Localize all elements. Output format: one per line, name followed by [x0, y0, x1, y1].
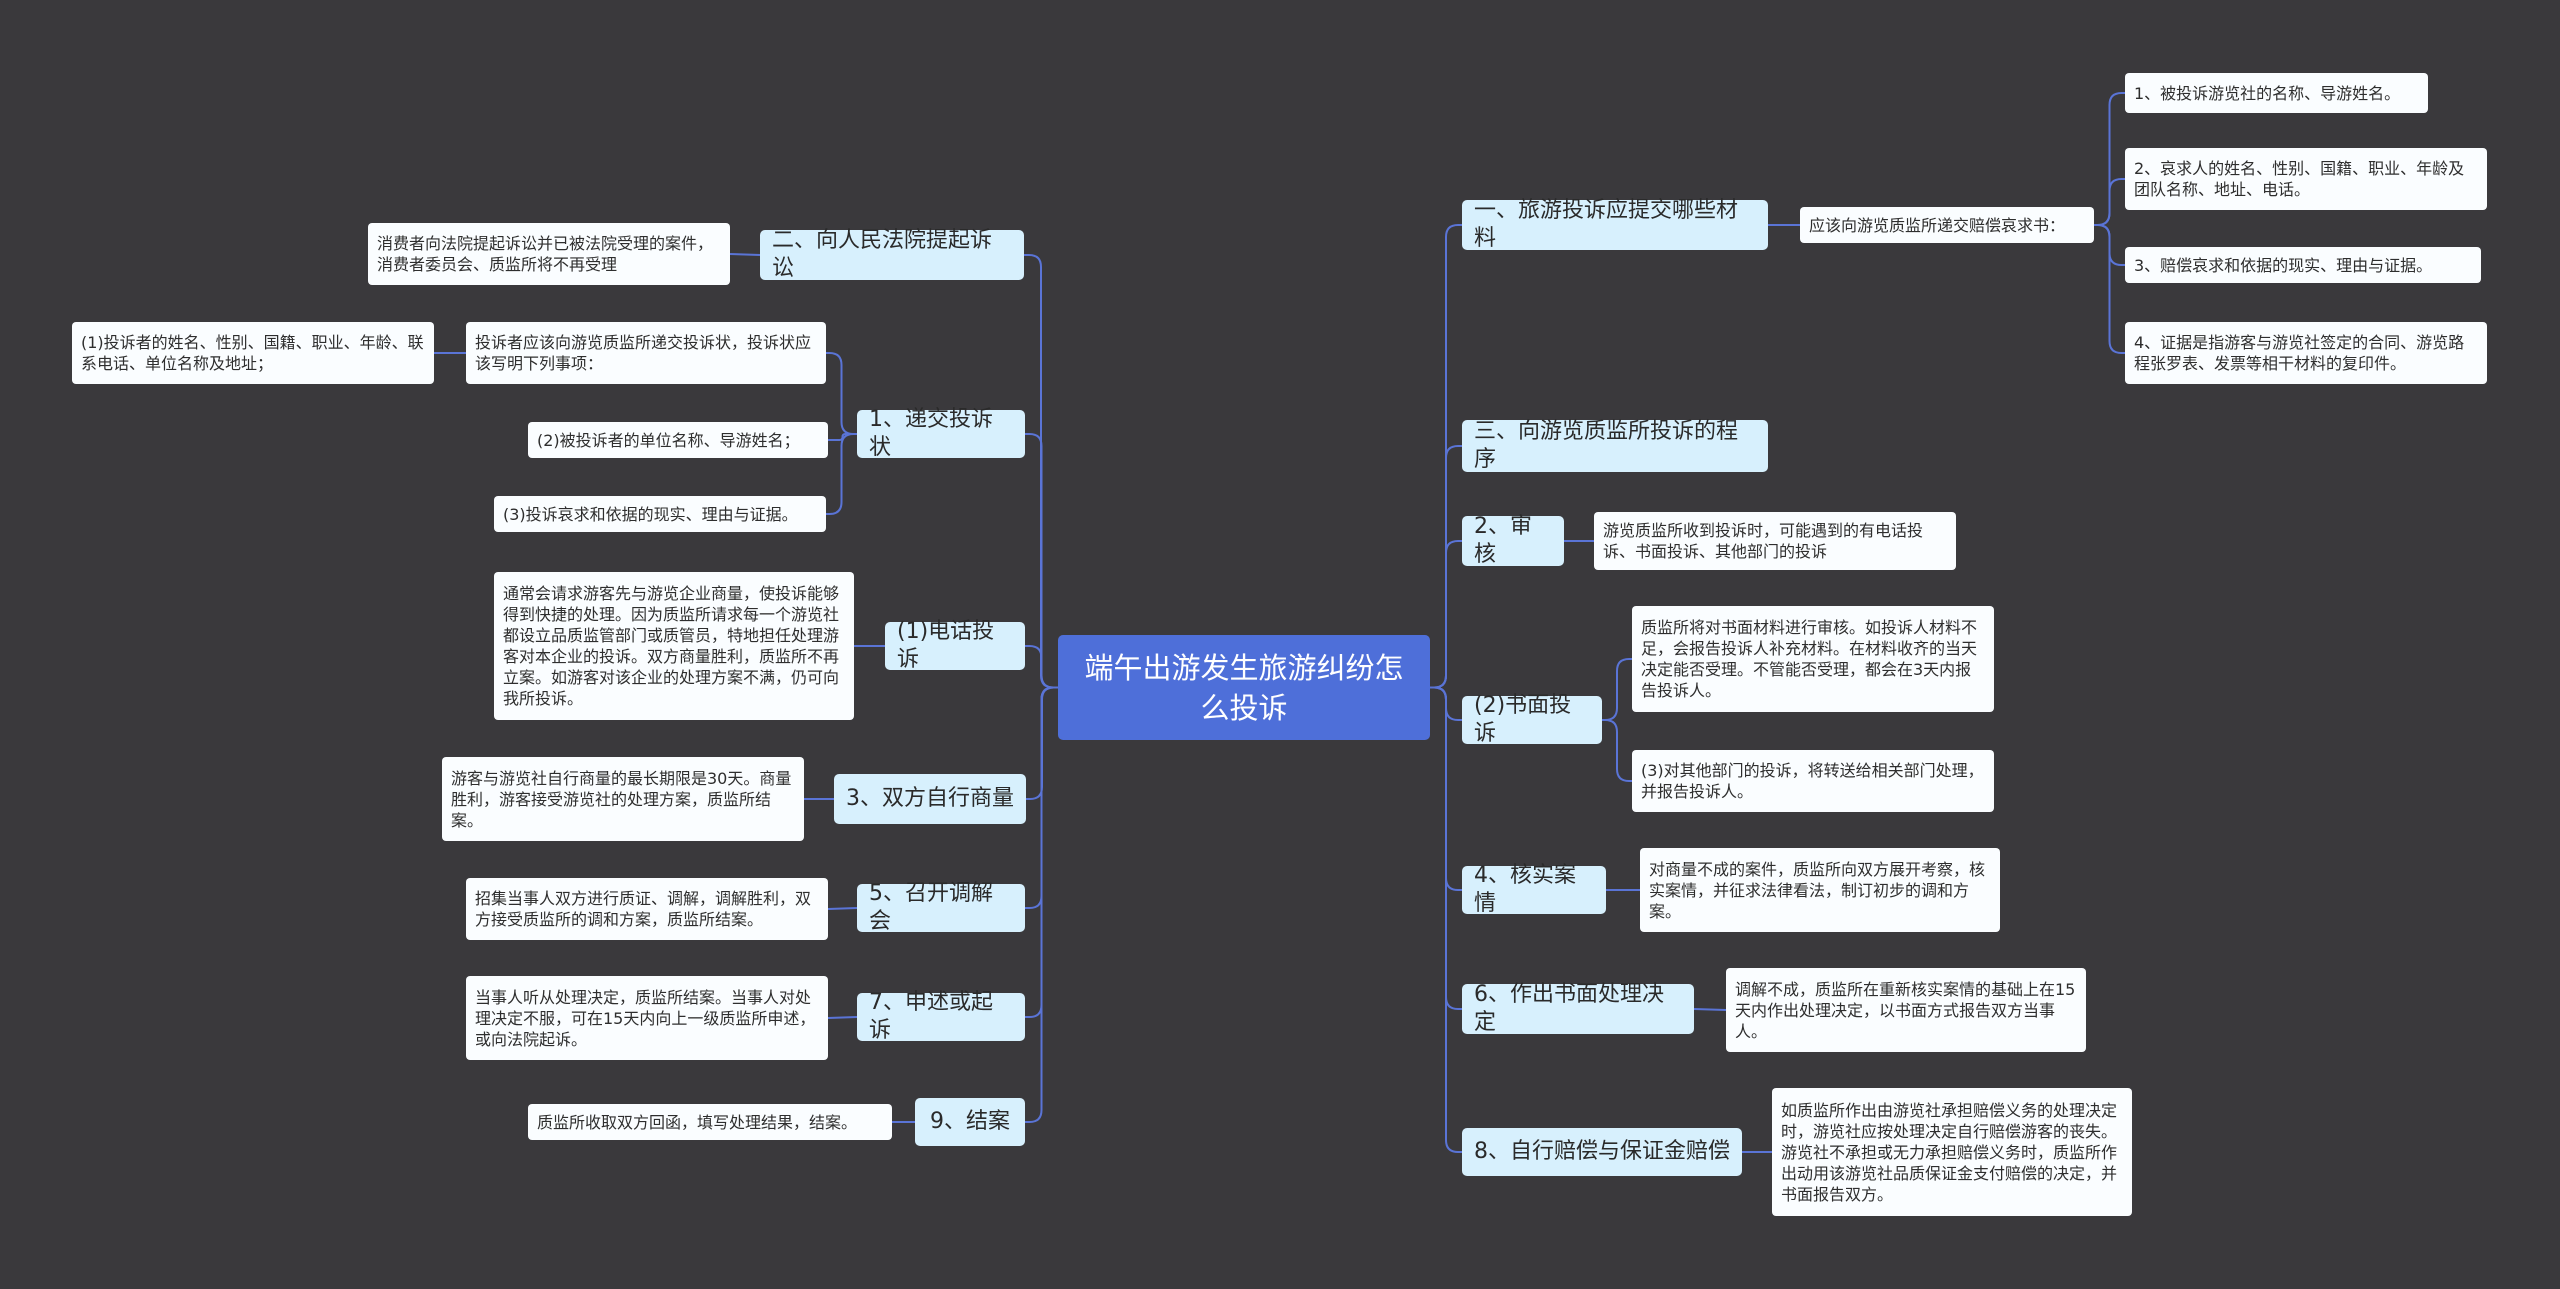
- connector-mediate-leaf: [827, 907, 858, 910]
- leaf-claimant-details[interactable]: 2、哀求人的姓名、性别、国籍、职业、年龄及团队名称、地址、电话。: [2125, 148, 2487, 210]
- connector-compensate: [1430, 686, 1462, 1153]
- connector-review: [1430, 540, 1462, 689]
- branch-verify-case[interactable]: 4、核实案情: [1462, 863, 1606, 916]
- branch-review[interactable]: 2、审核: [1462, 514, 1564, 567]
- connector-submit-leaf: [826, 352, 857, 435]
- branch-self-negotiation[interactable]: 3、双方自行商量: [834, 774, 1026, 824]
- leaf-compensation-request[interactable]: 应该向游览质监所递交赔偿哀求书：: [1800, 207, 2094, 243]
- leaf-mediation-meeting[interactable]: 招集当事人双方进行质证、调解，调解胜利，双方接受质监所的调和方案，质监所结案。: [466, 878, 828, 940]
- connector-written-l1: [1602, 658, 1632, 721]
- branch-written-decision[interactable]: 6、作出书面处理决定: [1462, 982, 1694, 1035]
- leaf-other-department[interactable]: (3)对其他部门的投诉，将转送给相关部门处理，并报告投诉人。: [1632, 750, 1994, 812]
- leaf-written-review[interactable]: 质监所将对书面材料进行审核。如投诉人材料不足，会报告投诉人补充材料。在材料收齐的…: [1632, 606, 1994, 712]
- connector-submit-s2: [828, 433, 857, 441]
- leaf-verify-case[interactable]: 对商量不成的案件，质监所向双方展开考察，核实案情，并征求法律看法，制订初步的调和…: [1640, 848, 2000, 932]
- leaf-phone-complaint[interactable]: 通常会请求游客先与游览企业商量，使投诉能够得到快捷的处理。因为质监所请求每一个游…: [494, 572, 854, 720]
- leaf-submit-complaint[interactable]: 投诉者应该向游览质监所递交投诉状，投诉状应该写明下列事项：: [466, 322, 826, 384]
- branch-written-complaint[interactable]: (2)书面投诉: [1462, 693, 1602, 746]
- branch-required-materials[interactable]: 一、旅游投诉应提交哪些材料: [1462, 198, 1768, 251]
- branch-phone-complaint[interactable]: (1)电话投诉: [885, 619, 1025, 672]
- connector-written-l2: [1602, 719, 1632, 782]
- branch-appeal-or-sue[interactable]: 7、申述或起诉: [857, 990, 1025, 1043]
- connector-phone: [1025, 645, 1058, 689]
- connector-mat-s4: [2094, 224, 2125, 354]
- leaf-agency-guide-name[interactable]: 1、被投诉游览社的名称、导游姓名。: [2125, 73, 2428, 113]
- leaf-compensation[interactable]: 如质监所作出由游览社承担赔偿义务的处理决定时，游览社应按处理决定自行赔偿游客的丧…: [1772, 1088, 2132, 1216]
- connector-court-leaf: [729, 253, 761, 256]
- leaf-claim-basis[interactable]: 3、赔偿哀求和依据的现实、理由与证据。: [2125, 247, 2481, 283]
- branch-mediation-meeting[interactable]: 5、召开调解会: [857, 881, 1025, 934]
- connector-decision-leaf: [1693, 1008, 1727, 1011]
- leaf-case-closed[interactable]: 质监所收取双方回函，填写处理结果，结案。: [528, 1104, 892, 1140]
- leaf-review[interactable]: 游览质监所收到投诉时，可能遇到的有电话投诉、书面投诉、其他部门的投诉: [1594, 512, 1956, 570]
- branch-submit-complaint[interactable]: 1、递交投诉状: [857, 407, 1025, 460]
- connector-submit: [1025, 433, 1058, 689]
- leaf-claim-evidence[interactable]: (3)投诉哀求和依据的现实、理由与证据。: [494, 496, 826, 532]
- leaf-respondent-info[interactable]: (2)被投诉者的单位名称、导游姓名；: [528, 422, 828, 458]
- leaf-written-decision[interactable]: 调解不成，质监所在重新核实案情的基础上在15天内作出处理决定，以书面方式报告双方…: [1726, 968, 2086, 1052]
- leaf-complainant-info[interactable]: (1)投诉者的姓名、性别、国籍、职业、年龄、联系电话、单位名称及地址；: [72, 322, 434, 384]
- branch-case-closed[interactable]: 9、结案: [915, 1098, 1025, 1146]
- branch-complaint-procedure[interactable]: 三、向游览质监所投诉的程序: [1462, 419, 1768, 472]
- connector-close: [1025, 686, 1058, 1123]
- connector-submit-s3: [826, 433, 857, 515]
- connector-mat-s2: [2094, 178, 2125, 226]
- leaf-self-negotiation[interactable]: 游客与游览社自行商量的最长期限是30天。商量胜利，游客接受游览社的处理方案，质监…: [442, 757, 804, 841]
- branch-court-lawsuit[interactable]: 二、向人民法院提起诉讼: [760, 228, 1024, 281]
- root-topic[interactable]: 端午出游发生旅游纠纷怎么投诉: [1058, 635, 1430, 740]
- leaf-appeal-or-sue[interactable]: 当事人听从处理决定，质监所结案。当事人对处理决定不服，可在15天内向上一级质监所…: [466, 976, 828, 1060]
- branch-compensation[interactable]: 8、自行赔偿与保证金赔偿: [1462, 1128, 1742, 1176]
- leaf-court-lawsuit[interactable]: 消费者向法院提起诉讼并已被法院受理的案件，消费者委员会、质监所将不再受理: [368, 223, 730, 285]
- connector-appeal-leaf: [827, 1016, 858, 1019]
- leaf-evidence-documents[interactable]: 4、证据是指游客与游览社签定的合同、游览路程张罗表、发票等相干材料的复印件。: [2125, 322, 2487, 384]
